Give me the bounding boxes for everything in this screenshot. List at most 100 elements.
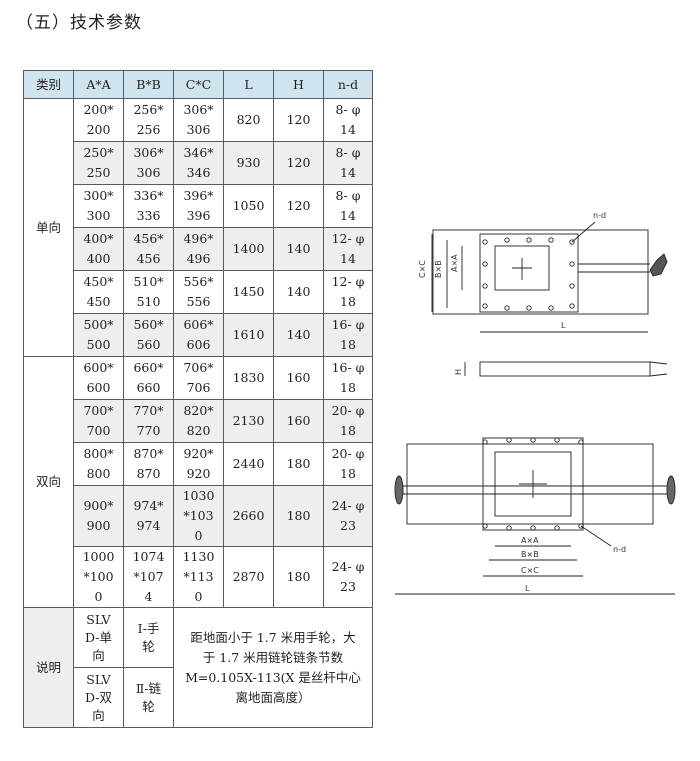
cell-line: 600* [83,360,114,375]
cell-line: 250 [86,165,111,180]
model-single-cell-line: D-单 [85,629,112,645]
cell-line: 660 [136,380,161,395]
cell-line: 306 [186,122,211,137]
cell-nd: 12- φ 14 [323,227,373,271]
section-title: （五）技术参数 [16,13,142,33]
model-single-cell-line: 向 [92,647,105,663]
cell-bb: 974*974 [123,485,174,547]
cell-line: 14 [340,208,356,223]
cell-h: 120 [273,184,324,228]
cell-line: 920 [186,466,211,481]
bottom-view-body [406,443,654,525]
cell-line: 396* [183,188,214,203]
cell-line: 8- φ [335,102,361,117]
cell-line: 1030 [182,488,215,503]
label-aa-bottom: A×A [521,536,539,545]
cell-line: 974 [136,518,161,533]
cell-line: 556 [186,294,211,309]
cell-line: 14 [340,251,356,266]
cell-h: 180 [273,442,324,486]
cell-aa: 900*900 [73,485,124,547]
cell-line: 606* [183,317,214,332]
header-cell: C*C [173,70,224,99]
cell-line: 560 [136,337,161,352]
cell-line: 306* [133,145,164,160]
label-nd: n-d [593,211,606,220]
cell-aa: 500* 500 [73,313,124,357]
drive-one-cell: Ⅰ-手轮 [123,607,174,668]
cell-line: 200* [83,102,114,117]
drive-one-cell-line: 轮 [142,638,155,654]
cell-cc: 496*496 [173,227,224,271]
label-cc: C×C [418,260,427,278]
cell-line: 510 [136,294,161,309]
nd-leader-bottom [580,525,612,547]
cell-l: 2440 [223,442,274,486]
cell-aa: 250*250 [73,141,124,185]
label-cc-bottom: C×C [521,566,539,575]
cell-aa: 200*200 [73,98,124,142]
nd-leader [571,221,596,243]
cell-line: 346* [183,145,214,160]
cell-l: 1400 [223,227,274,271]
cell-bb: 770*770 [123,399,174,443]
top-view-flange [479,233,579,313]
cell-line: 18 [340,423,356,438]
cell-cc: 396*396 [173,184,224,228]
header-cell: n-d [323,70,373,99]
cell-line: 18 [340,380,356,395]
cell-aa: 800*800 [73,442,124,486]
cell-bb: 306*306 [123,141,174,185]
cell-line: 500 [86,337,111,352]
cell-line: 12- φ [331,231,365,246]
cell-h: 120 [273,98,324,142]
cell-line: 256* [133,102,164,117]
cell-l: 1830 [223,356,274,400]
cell-l: 2130 [223,399,274,443]
cell-line: 336* [133,188,164,203]
cell-h: 120 [273,141,324,185]
cell-bb: 336* 336 [123,184,174,228]
cell-line: 510* [133,274,164,289]
notes-description-cell-line: 于 1.7 米用链轮链条节数 [202,649,344,665]
cell-line: 870 [136,466,161,481]
cell-bb: 660*660 [123,356,174,400]
cell-line: 400* [83,231,114,246]
cell-line: 336 [136,208,161,223]
cell-l: 2660 [223,485,274,547]
cell-line: 8- φ [335,145,361,160]
cell-h: 180 [273,485,324,547]
drive-one-cell-line: Ⅰ-手 [137,620,160,636]
cell-aa: 300*300 [73,184,124,228]
cell-line: 800 [86,466,111,481]
notes-description-cell-line: M=0.105X-113(X 是丝杆中心 [185,669,361,685]
cell-line: 16- φ [331,317,365,332]
cell-cc: 556*556 [173,270,224,314]
cell-line: 1130 [182,549,215,564]
cell-line: 1074 [132,549,165,564]
notes-category-cell: 说明 [23,607,74,728]
cell-line: 23 [340,579,356,594]
label-nd-bottom: n-d [613,545,626,554]
cell-line: 700 [86,423,111,438]
cell-line: 14 [340,165,356,180]
cell-h: 140 [273,270,324,314]
cell-l: 820 [223,98,274,142]
cell-bb: 456*456 [123,227,174,271]
header-cell: B*B [123,70,174,99]
cell-aa: 700*700 [73,399,124,443]
cell-line: 500* [83,317,114,332]
category-cell: 单向 [23,98,74,357]
drive-two-cell: Ⅱ-链轮 [123,667,174,728]
cell-h: 160 [273,356,324,400]
cell-l: 1450 [223,270,274,314]
